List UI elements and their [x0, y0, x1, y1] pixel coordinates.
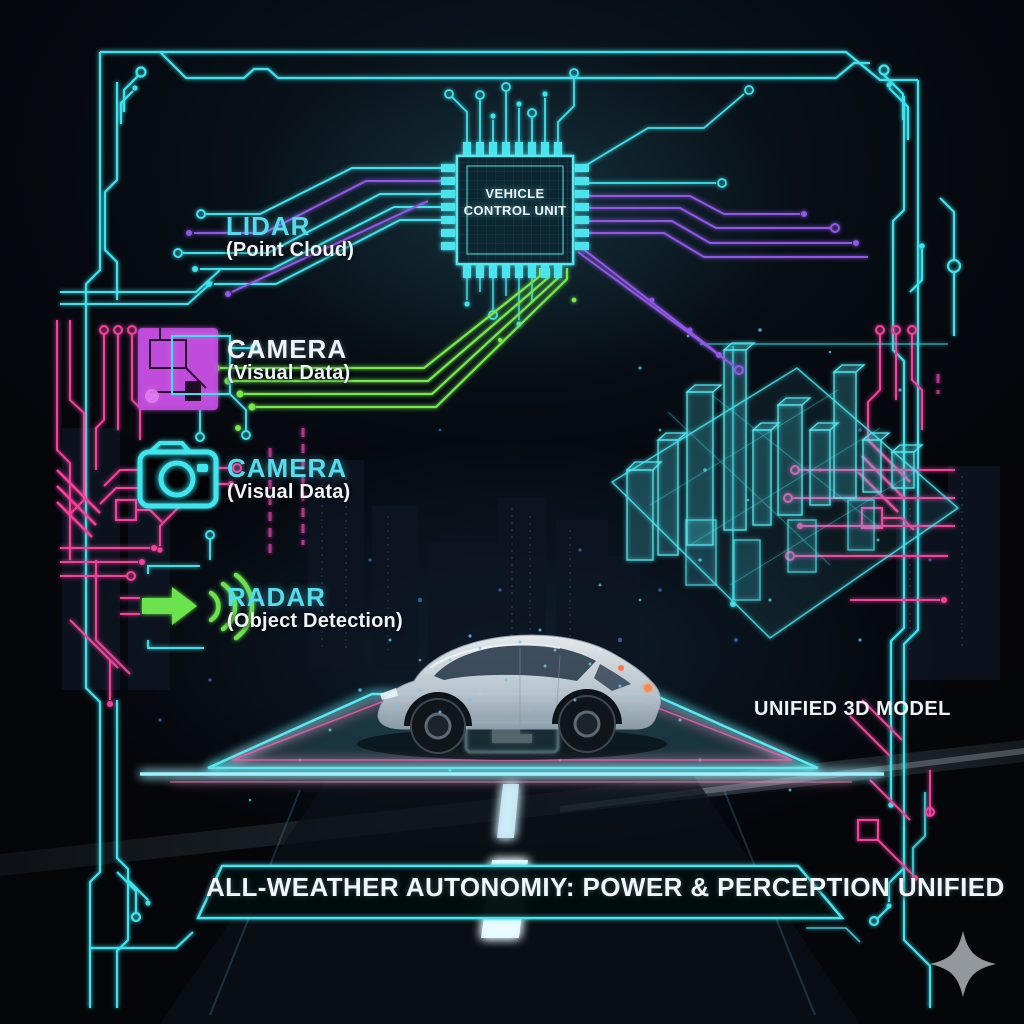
banner-title: ALL-WEATHER AUTONOMIY: POWER & PERCEPTIO…: [206, 872, 1005, 902]
car-illustration: [357, 634, 667, 760]
radar-name: RADAR: [227, 582, 326, 612]
radar-arrow-icon: [142, 572, 255, 641]
unified-3d-model-label: UNIFIED 3D MODEL: [754, 698, 951, 720]
camera-module-icon: [138, 328, 231, 410]
circuit-frame: [84, 50, 962, 1008]
lidar-detail: (Point Cloud): [226, 239, 355, 262]
sparkle-watermark-icon: [930, 931, 996, 997]
city-3d-model: [610, 342, 960, 639]
chip-label-line1: VEHICLE: [485, 186, 545, 201]
sensor-label-camera-mid: CAMERA (Visual Data): [227, 453, 351, 504]
left-circuit-panel: [56, 320, 242, 707]
banner-plate: [196, 864, 861, 943]
sensor-label-lidar: LIDAR (Point Cloud): [226, 211, 355, 262]
camera-icon: [137, 441, 219, 509]
chip-label-line2: CONTROL UNIT: [463, 203, 567, 218]
camera-top-detail: (Visual Data): [227, 362, 351, 385]
sensor-label-camera-top: CAMERA (Visual Data): [227, 334, 351, 385]
left-cyan-accents: [60, 269, 260, 649]
chip-top-traces: [444, 68, 754, 327]
purple-traces: [577, 195, 868, 375]
lidar-traces: [173, 167, 441, 297]
chip-label: VEHICLE CONTROL UNIT: [459, 185, 571, 219]
radar-detail: (Object Detection): [227, 610, 403, 633]
camera-mid-detail: (Visual Data): [227, 481, 351, 504]
lidar-name: LIDAR: [226, 211, 311, 241]
camera-top-name: CAMERA: [227, 334, 348, 364]
camera-mid-name: CAMERA: [227, 453, 348, 483]
sensor-label-radar: RADAR (Object Detection): [227, 582, 403, 633]
vehicle-control-unit-chip: [441, 142, 589, 278]
